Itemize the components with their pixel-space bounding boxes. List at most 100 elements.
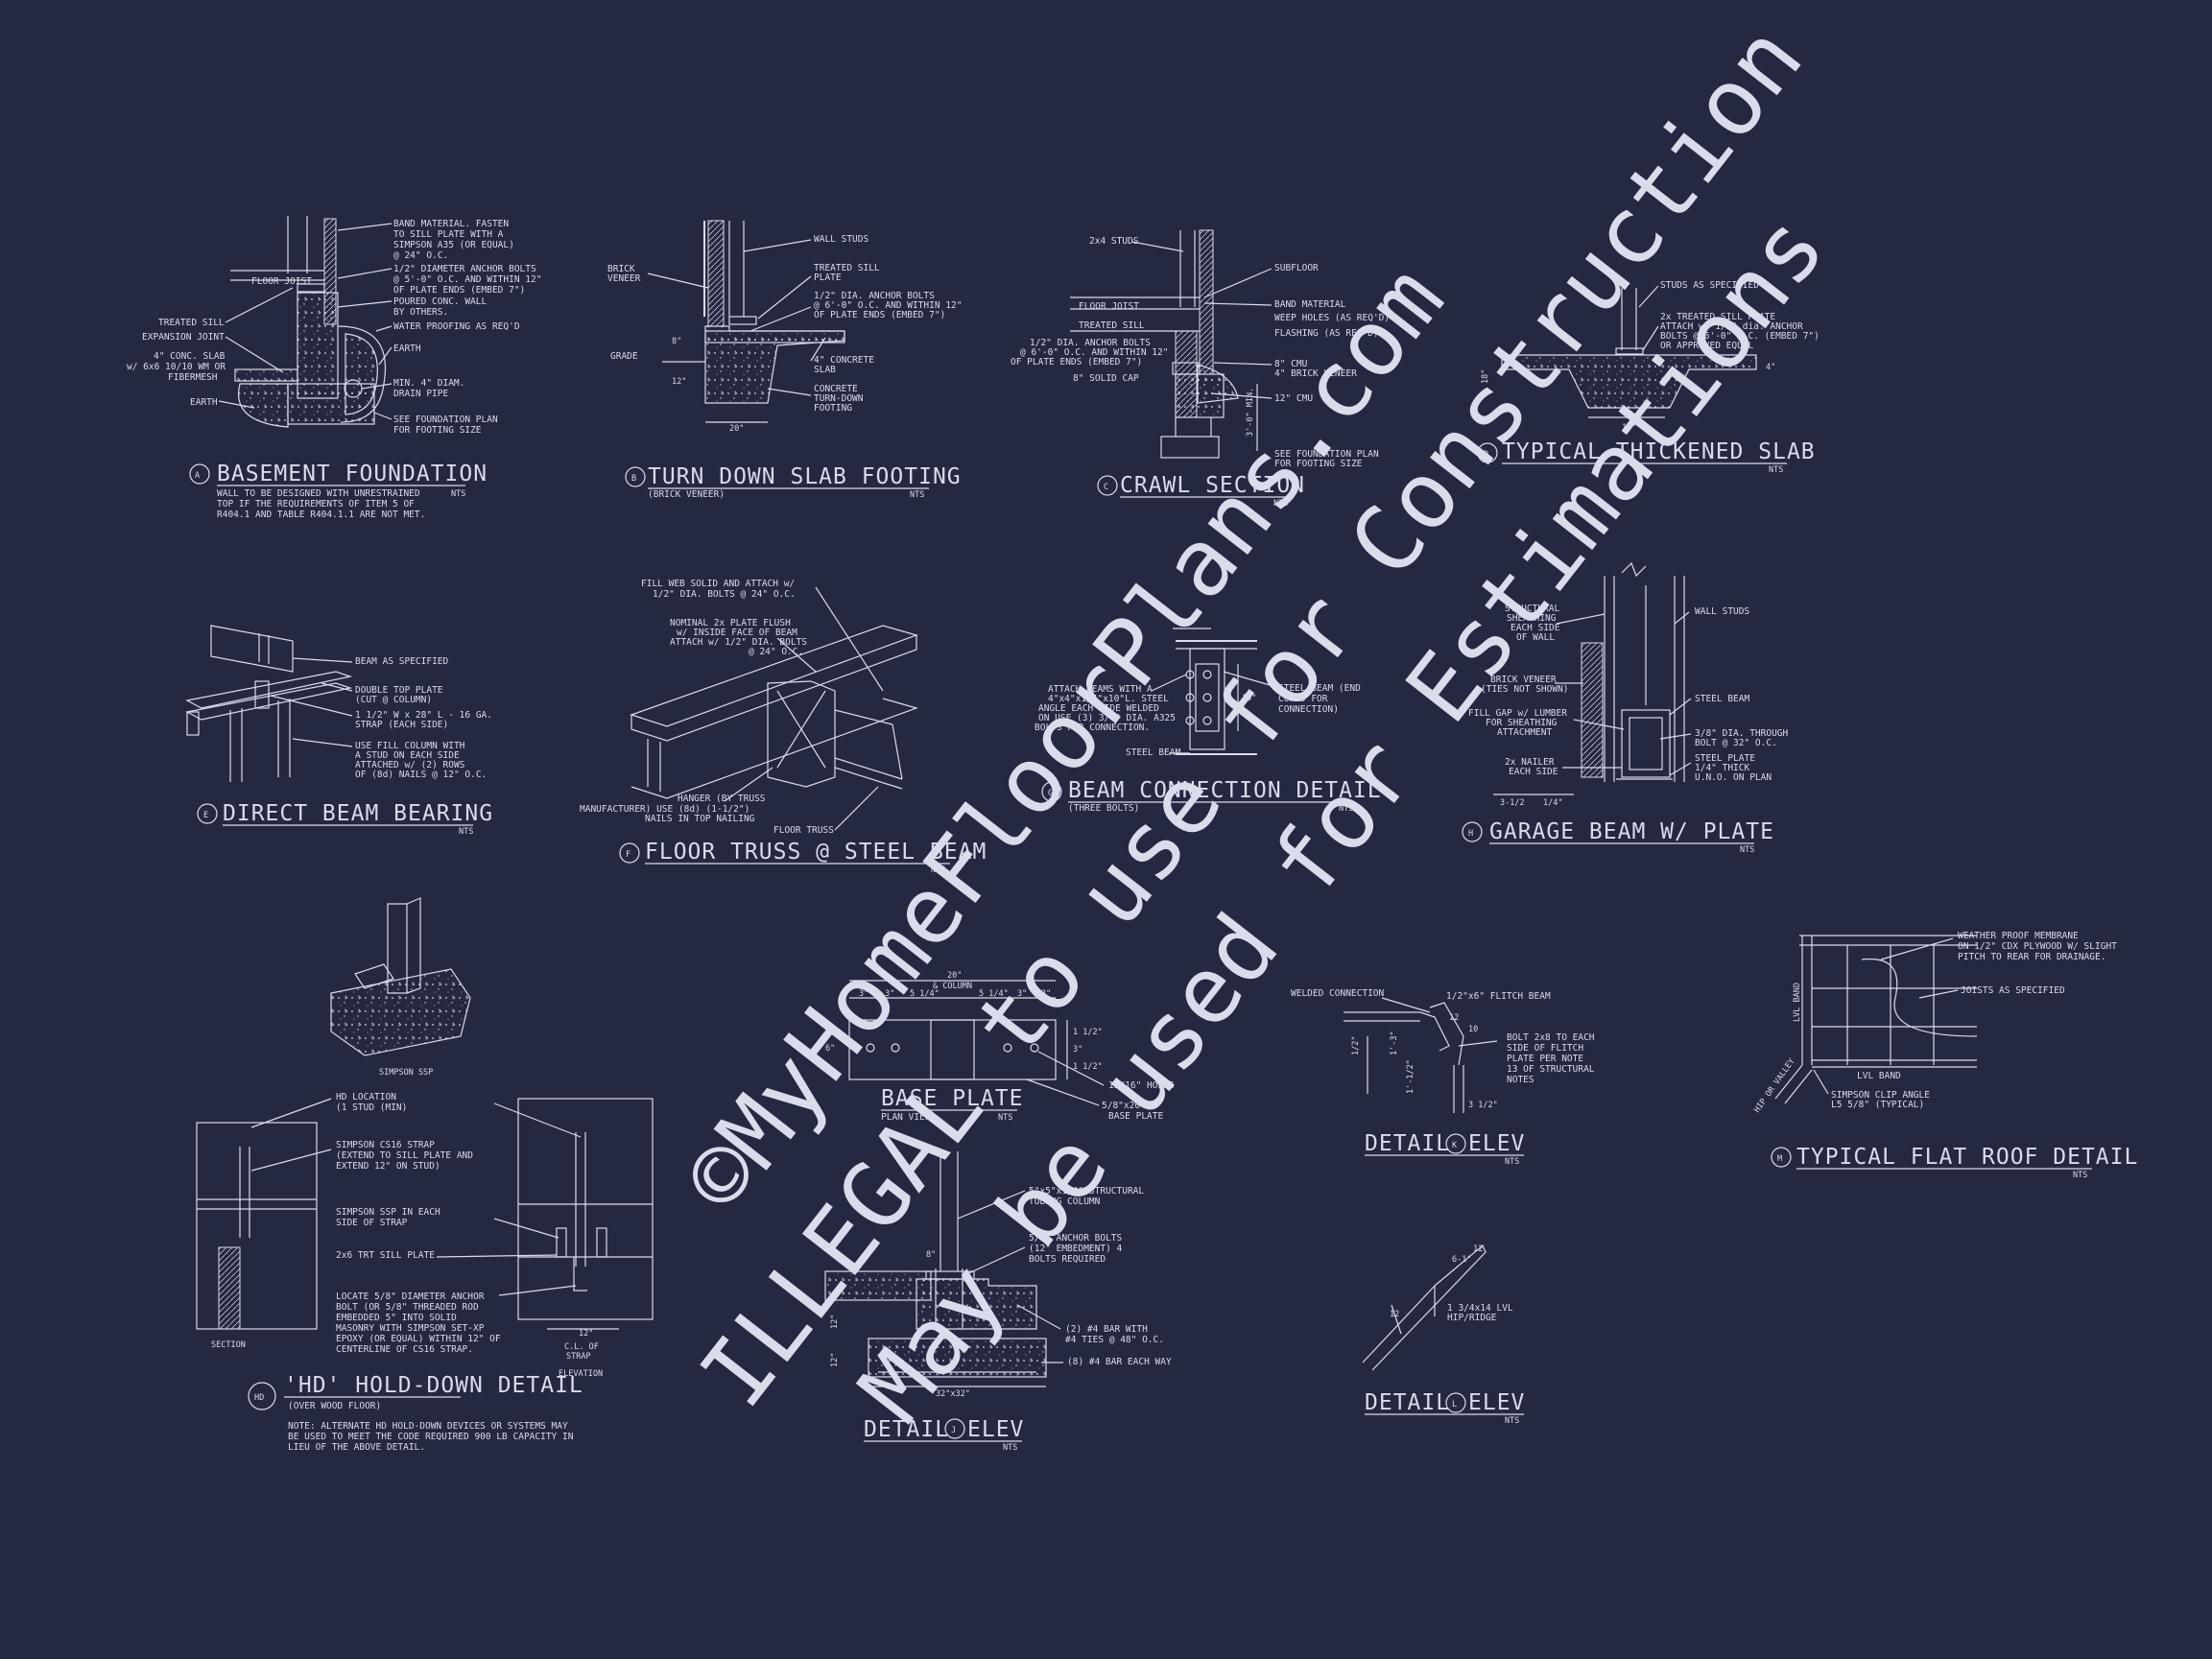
svg-text:LOCATE 5/8" DIAMETER ANCHOR: LOCATE 5/8" DIAMETER ANCHOR	[336, 1292, 485, 1302]
svg-text:2x NAILER: 2x NAILER	[1505, 757, 1555, 768]
svg-text:BY OTHERS.: BY OTHERS.	[393, 307, 448, 318]
detail-e-direct-beam-bearing: BEAM AS SPECIFIED DOUBLE TOP PLATE (CUT …	[185, 625, 492, 837]
svg-text:5 1/4": 5 1/4"	[910, 989, 940, 999]
detail-e-drawing	[185, 625, 353, 782]
svg-text:OF PLATE ENDS (EMBED 7"): OF PLATE ENDS (EMBED 7")	[393, 285, 525, 296]
svg-text:4" CONC. SLAB: 4" CONC. SLAB	[154, 351, 226, 362]
svg-text:EACH SIDE: EACH SIDE	[1509, 767, 1558, 777]
svg-text:FOOTING: FOOTING	[814, 403, 852, 414]
svg-text:10: 10	[1468, 1025, 1478, 1034]
svg-text:BOLT 2x8 TO EACH: BOLT 2x8 TO EACH	[1507, 1032, 1595, 1043]
svg-text:BASE PLATE: BASE PLATE	[1108, 1111, 1163, 1122]
svg-text:STEEL PLATE: STEEL PLATE	[1695, 753, 1755, 764]
detail-b-drawing	[662, 220, 845, 404]
svg-text:POURED CONC. WALL: POURED CONC. WALL	[393, 296, 488, 307]
detail-d-thickened-slab: STUDS AS SPECIFIED 2x TREATED SILL PLATE…	[1477, 280, 1820, 475]
detail-g-drawing	[1173, 628, 1257, 755]
detail-l-lvl-hip: 1 3/4x14 LVL HIP/RIDGE 12 12 6-1" DETAIL…	[1362, 1244, 1525, 1426]
svg-text:HD: HD	[254, 1393, 264, 1403]
svg-text:PITCH TO REAR FOR DRAINAGE.: PITCH TO REAR FOR DRAINAGE.	[1958, 952, 2105, 962]
svg-text:B: B	[631, 474, 636, 484]
svg-text:BAND MATERIAL. FASTEN: BAND MATERIAL. FASTEN	[393, 219, 509, 229]
detail-f-marker	[619, 842, 640, 864]
svg-text:3 1/2": 3 1/2"	[1468, 1101, 1498, 1110]
detail-g-labels: ATTACH BEAMS WITH A 4"x4"x1/4"x10"L. STE…	[1035, 617, 1361, 758]
svg-text:NTS: NTS	[1339, 804, 1353, 814]
detail-k-flitch-connection: WELDED CONNECTION 1/2"x6" FLITCH BEAM BO…	[1291, 988, 1595, 1167]
svg-text:FOR FOOTING SIZE: FOR FOOTING SIZE	[1274, 459, 1363, 469]
svg-text:3": 3"	[885, 989, 894, 999]
svg-text:VENEER: VENEER	[607, 273, 641, 284]
svg-text:JOISTS AS SPECIFIED: JOISTS AS SPECIFIED	[1961, 985, 2065, 996]
detail-m-drawing	[1774, 935, 1978, 1104]
svg-text:M: M	[1777, 1154, 1782, 1164]
svg-text:ELEV: ELEV	[967, 1417, 1024, 1442]
svg-text:MANUFACTURER) USE (8d) (1-1/2": MANUFACTURER) USE (8d) (1-1/2")	[580, 804, 749, 815]
svg-text:TO SILL PLATE WITH A: TO SILL PLATE WITH A	[393, 229, 504, 240]
svg-text:18": 18"	[1622, 423, 1636, 433]
detail-g-beam-connection: ATTACH BEAMS WITH A 4"x4"x1/4"x10"L. STE…	[1035, 617, 1381, 814]
svg-text:(12" EMBEDMENT) 4: (12" EMBEDMENT) 4	[1029, 1244, 1123, 1254]
svg-text:CENTERLINE OF CS16 STRAP.: CENTERLINE OF CS16 STRAP.	[336, 1344, 473, 1355]
svg-text:10": 10"	[1242, 694, 1256, 703]
svg-text:L: L	[1452, 1400, 1457, 1410]
svg-text:12": 12"	[579, 1329, 593, 1339]
detail-c-crawl-section: 2x4 STUDS FLOOR JOIST TREATED SILL 1/2" …	[1011, 229, 1390, 509]
detail-h-marker	[1462, 821, 1483, 842]
svg-text:FILL WEB SOLID AND ATTACH w/: FILL WEB SOLID AND ATTACH w/	[641, 579, 795, 589]
svg-text:R404.1 AND TABLE R404.1.1 ARE: R404.1 AND TABLE R404.1.1 ARE NOT MET.	[217, 510, 425, 520]
svg-text:13/16" HOLES: 13/16" HOLES	[1108, 1080, 1175, 1091]
svg-text:L5 5/8" (TYPICAL): L5 5/8" (TYPICAL)	[1831, 1100, 1924, 1110]
svg-text:SIMPSON CLIP ANGLE: SIMPSON CLIP ANGLE	[1831, 1090, 1930, 1101]
svg-text:TUBING COLUMN: TUBING COLUMN	[1029, 1197, 1101, 1207]
watermark-line-2: ILLEGAL to use for Construction	[679, 6, 1822, 1427]
svg-text:NTS: NTS	[459, 827, 473, 837]
svg-text:PLATE PER NOTE: PLATE PER NOTE	[1507, 1054, 1583, 1064]
detail-j-drawing	[824, 1151, 1047, 1387]
detail-e-marker	[197, 803, 218, 824]
svg-text:ELEV: ELEV	[1468, 1390, 1525, 1415]
svg-text:TREATED SILL: TREATED SILL	[1079, 320, 1145, 331]
svg-text:PLAN VIEW: PLAN VIEW	[881, 1112, 931, 1123]
svg-text:2x TREATED SILL PLATE: 2x TREATED SILL PLATE	[1660, 312, 1775, 322]
svg-text:(THREE BOLTS): (THREE BOLTS)	[1068, 803, 1139, 814]
svg-text:@ 5'-0" O.C. AND WITHIN 12": @ 5'-0" O.C. AND WITHIN 12"	[393, 274, 541, 285]
svg-text:1 1/2": 1 1/2"	[1073, 1028, 1103, 1037]
svg-text:CONCRETE: CONCRETE	[814, 384, 858, 394]
svg-text:NTS: NTS	[1505, 1416, 1519, 1426]
detail-d-drawing	[1501, 288, 1757, 418]
detail-m-marker	[1771, 1147, 1792, 1168]
detail-d-title: TYPICAL THICKENED SLAB	[1502, 439, 1816, 464]
svg-text:BOLT @ 32" O.C.: BOLT @ 32" O.C.	[1695, 738, 1777, 748]
svg-text:SLAB: SLAB	[814, 365, 836, 375]
svg-text:8" SOLID CAP: 8" SOLID CAP	[1073, 373, 1139, 384]
svg-text:12: 12	[1390, 1310, 1399, 1319]
svg-text:SIMPSON SSP IN EACH: SIMPSON SSP IN EACH	[336, 1207, 440, 1218]
svg-text:8" CMU: 8" CMU	[1274, 359, 1308, 369]
detail-j-title: DETAIL	[864, 1417, 949, 1442]
svg-text:ATTACH w/ 1/2" DIA. BOLTS: ATTACH w/ 1/2" DIA. BOLTS	[670, 637, 807, 648]
svg-text:20": 20"	[947, 971, 962, 981]
svg-text:FILL GAP w/ LUMBER: FILL GAP w/ LUMBER	[1468, 708, 1567, 719]
detail-k-title: DETAIL	[1365, 1131, 1450, 1156]
svg-text:MIN. 4" DIAM.: MIN. 4" DIAM.	[393, 378, 464, 389]
svg-text:LVL BAND: LVL BAND	[1857, 1071, 1901, 1081]
svg-text:SECTION: SECTION	[211, 1340, 246, 1350]
svg-text:WALL STUDS: WALL STUDS	[814, 234, 868, 245]
detail-h-garage-beam: STRUCTURAL SHEATHING EACH SIDE OF WALL W…	[1462, 561, 1789, 855]
detail-k-marker	[1445, 1133, 1466, 1154]
detail-b-marker	[625, 466, 646, 487]
svg-text:ELEV: ELEV	[1468, 1131, 1525, 1156]
svg-text:DRAIN PIPE: DRAIN PIPE	[393, 389, 448, 399]
svg-text:ELEVATION: ELEVATION	[559, 1369, 603, 1379]
svg-text:EMBEDDED 5" INTO SOLID: EMBEDDED 5" INTO SOLID	[336, 1313, 457, 1323]
svg-text:(OVER WOOD FLOOR): (OVER WOOD FLOOR)	[288, 1401, 381, 1411]
svg-text:6": 6"	[825, 1044, 835, 1054]
svg-text:NTS: NTS	[2073, 1171, 2087, 1180]
svg-text:HIP/RIDGE: HIP/RIDGE	[1447, 1313, 1497, 1323]
svg-text:STEEL BEAM: STEEL BEAM	[1695, 694, 1749, 704]
svg-text:STRAP: STRAP	[566, 1352, 591, 1362]
svg-text:OF WALL: OF WALL	[1516, 632, 1555, 643]
svg-text:BEAM AS SPECIFIED: BEAM AS SPECIFIED	[355, 656, 449, 667]
svg-text:20": 20"	[729, 424, 744, 434]
